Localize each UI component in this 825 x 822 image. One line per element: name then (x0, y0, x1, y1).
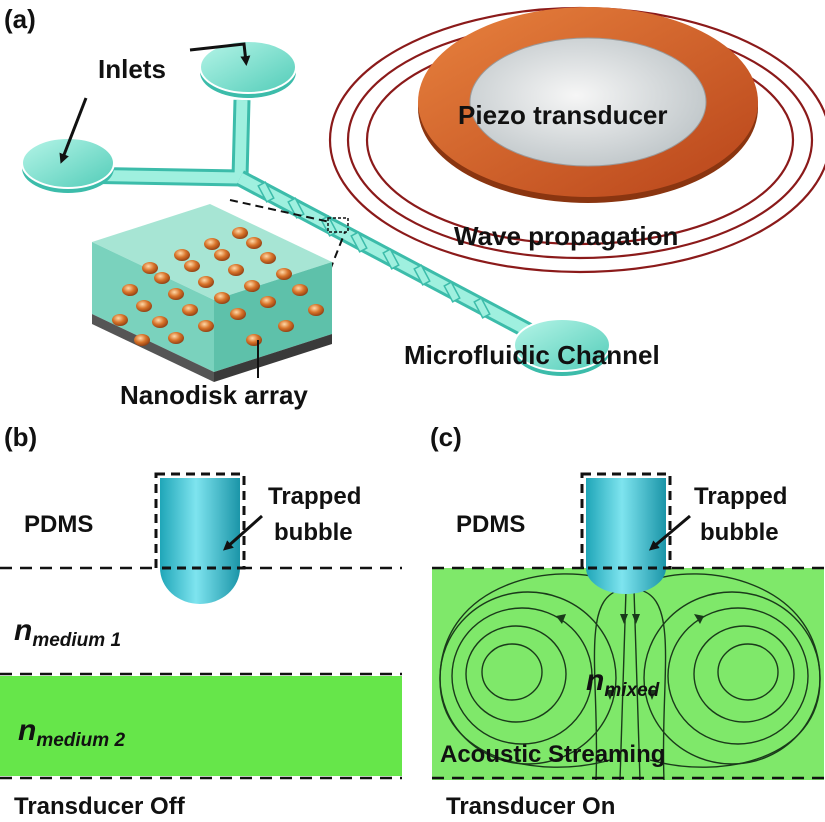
trapped-label-c-2: bubble (700, 519, 779, 546)
pdms-label-b: PDMS (24, 511, 93, 538)
caption-b: Transducer Off (14, 793, 186, 820)
piezo-transducer (418, 7, 758, 203)
bubble-arrow-b (223, 514, 263, 551)
inlet-arrows (59, 42, 251, 164)
nanodisk-array (112, 227, 324, 346)
medium2-layer (0, 676, 402, 776)
trapped-label-b-1: Trapped (268, 483, 361, 510)
streamline-arrows (556, 614, 704, 700)
panel-label-a: (a) (4, 4, 36, 34)
panel-label-c: (c) (430, 422, 462, 452)
bubble-arrow-c (648, 514, 691, 551)
panel-label-b: (b) (4, 422, 37, 452)
wave-label: Wave propagation (454, 221, 678, 251)
trapped-label-c-1: Trapped (694, 483, 787, 510)
streaming-label: Acoustic Streaming (440, 741, 665, 768)
microfluidic-device (21, 40, 611, 376)
trapped-bubble-c (580, 472, 672, 594)
acoustic-streamlines (439, 573, 821, 780)
interface-lines-c (432, 566, 824, 780)
inlets-label: Inlets (98, 54, 166, 84)
zoom-indicator (229, 199, 349, 271)
channel-label: Microfluidic Channel (404, 340, 660, 370)
nanodisk-block (92, 204, 332, 382)
mixed-medium (432, 568, 824, 780)
nanodisk-label: Nanodisk array (120, 380, 308, 410)
pdms-label-c: PDMS (456, 511, 525, 538)
trapped-label-b-2: bubble (274, 519, 353, 546)
medium2-label: nmedium 2 (18, 714, 125, 751)
mixed-label: nmixed (586, 664, 660, 701)
trapped-bubble-b (154, 472, 246, 604)
caption-c: Transducer On (446, 793, 615, 820)
piezo-label: Piezo transducer (458, 100, 668, 130)
medium1-label: nmedium 1 (14, 614, 121, 651)
